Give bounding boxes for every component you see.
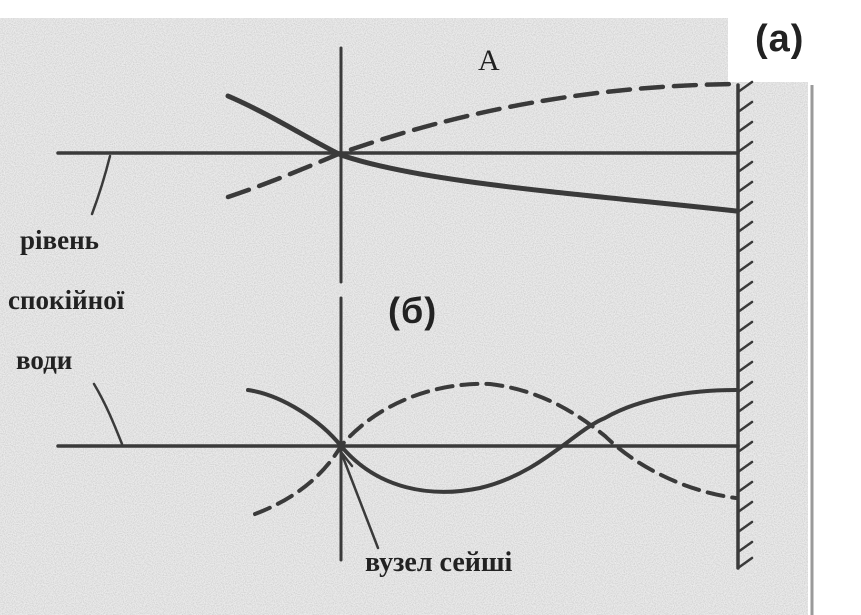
seiche-node-label: вузел сейші <box>365 547 513 578</box>
level-pointer-a <box>90 154 112 216</box>
still-water-label-line2: спокійної <box>8 285 125 315</box>
label-box-background <box>728 0 861 82</box>
panel-label-b: (б) <box>388 290 438 331</box>
point-label-A: A <box>478 44 500 77</box>
seiche-surface-a-solid <box>225 93 739 214</box>
panel-label-a: (a) <box>755 18 805 60</box>
seiche-node-pointer <box>339 450 380 550</box>
level-pointer-b <box>92 382 124 446</box>
still-water-label-line1: рівень <box>20 225 99 255</box>
still-water-label-line3: води <box>16 345 73 375</box>
seiche-node-arrowhead <box>339 450 354 472</box>
seiche-surface-b-dashed <box>253 381 738 516</box>
seiche-surface-a-dashed <box>225 81 739 200</box>
wall-hatching <box>736 80 754 570</box>
seiche-surface-b-solid <box>246 388 738 494</box>
paper-texture <box>0 18 808 615</box>
